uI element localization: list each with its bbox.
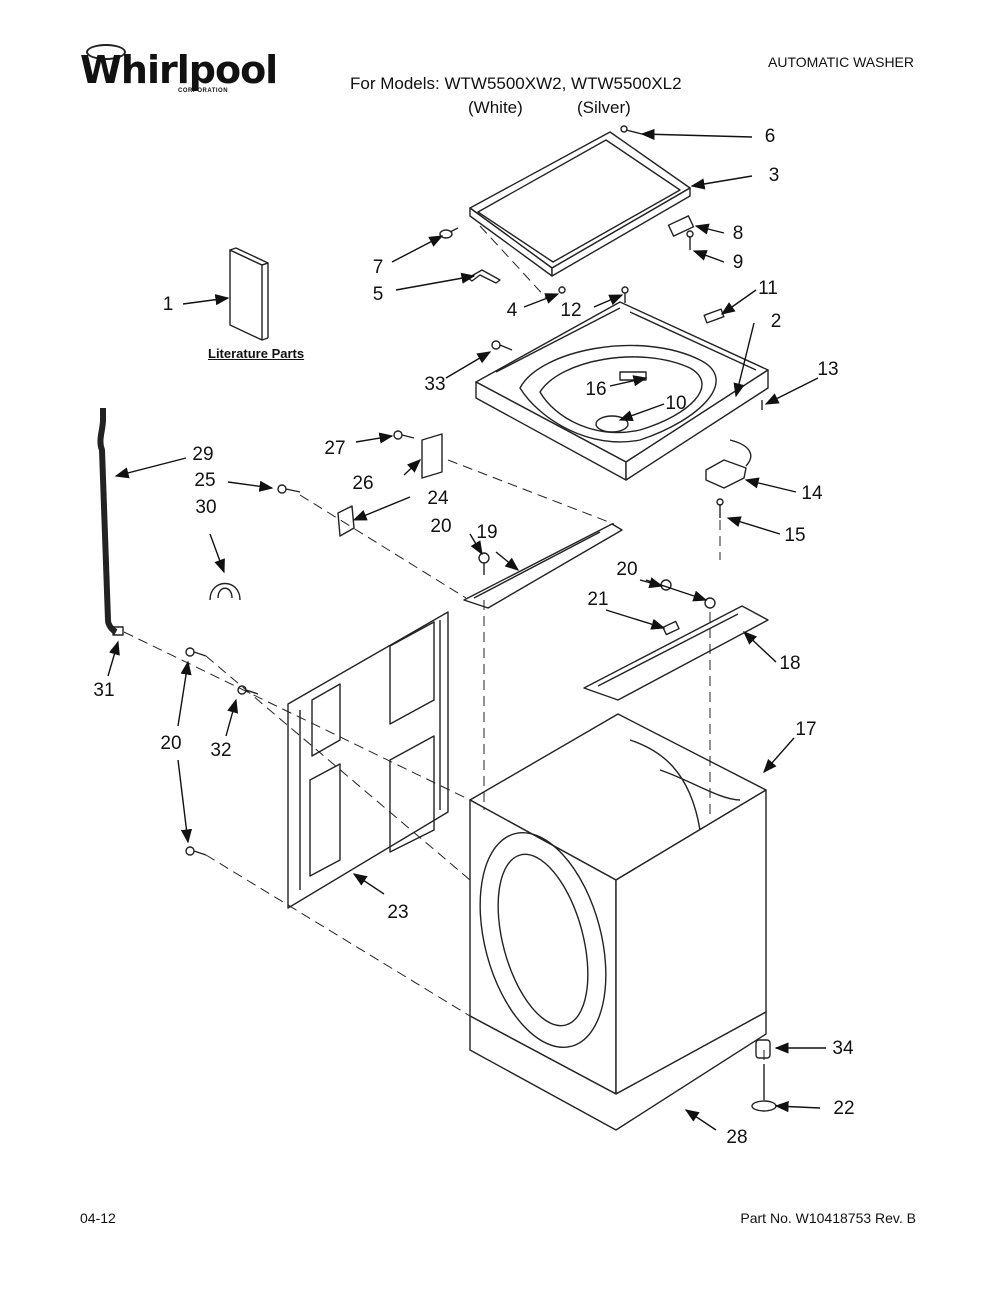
color-silver-label: (Silver) <box>577 98 631 117</box>
callout-9: 9 <box>732 252 744 273</box>
screw-27 <box>393 430 415 440</box>
callout-5: 5 <box>372 284 384 305</box>
clip-24 <box>337 505 355 537</box>
lock-11 <box>703 308 725 324</box>
screw-15 <box>716 498 724 518</box>
literature-parts-label: Literature Parts <box>208 346 305 361</box>
leveling-leg-22 <box>751 1064 777 1112</box>
leg-34 <box>755 1039 771 1059</box>
whirlpool-logo-badge <box>86 44 126 60</box>
bumper-4 <box>558 286 566 294</box>
callout-26: 26 <box>352 473 374 494</box>
callout-19: 19 <box>476 522 498 543</box>
callout-23: 23 <box>387 902 409 923</box>
screw-20a <box>185 647 207 657</box>
models-line: For Models: WTW5500XW2, WTW5500XL2 <box>350 74 682 93</box>
callout-15: 15 <box>784 525 806 546</box>
footer-part-number: Part No. W10418753 Rev. B <box>740 1210 916 1226</box>
callout-27: 27 <box>324 438 346 459</box>
bushing-7 <box>439 227 459 239</box>
screw-32 <box>237 685 259 695</box>
top-panel <box>475 301 769 481</box>
color-white-label: (White) <box>468 98 523 117</box>
screw-33 <box>491 340 513 351</box>
callout-20-right: 20 <box>616 559 638 580</box>
callout-11: 11 <box>758 278 778 299</box>
callout-33: 33 <box>424 374 446 395</box>
part-12 <box>621 286 629 303</box>
screw-20b <box>185 846 207 856</box>
callout-4: 4 <box>506 300 518 321</box>
bracket-26 <box>421 433 443 479</box>
callout-16: 16 <box>585 379 607 400</box>
rear-panel-23 <box>287 611 449 909</box>
callout-20-top: 20 <box>430 516 452 537</box>
callout-10: 10 <box>665 393 687 414</box>
literature-booklet <box>229 247 269 341</box>
callout-32: 32 <box>210 740 232 761</box>
hose <box>97 408 124 636</box>
whirlpool-logo: Whirlpool <box>80 48 278 92</box>
callout-22: 22 <box>833 1098 855 1119</box>
callout-17: 17 <box>795 719 817 740</box>
callout-29: 29 <box>192 444 214 465</box>
cabinet-17 <box>469 713 767 1095</box>
lid <box>469 131 691 277</box>
callout-24: 24 <box>427 488 449 509</box>
callout-13: 13 <box>817 359 839 380</box>
front-bracket-19 <box>463 523 623 609</box>
callout-18: 18 <box>779 653 801 674</box>
strike-8 <box>667 215 695 237</box>
screw-9 <box>686 230 694 250</box>
hose-clamp-30 <box>209 583 241 601</box>
callout-1: 1 <box>162 294 174 315</box>
base-28 <box>469 1011 767 1131</box>
callout-25: 25 <box>194 470 216 491</box>
callout-30: 30 <box>195 497 217 518</box>
footer-date: 04-12 <box>80 1210 116 1226</box>
callout-8: 8 <box>732 223 744 244</box>
screw-25 <box>277 484 301 494</box>
screw-6 <box>620 125 643 135</box>
callout-2: 2 <box>770 311 782 332</box>
lid-switch-14 <box>705 439 752 489</box>
callout-20-left: 20 <box>160 733 182 754</box>
clip-21 <box>662 620 680 636</box>
callout-3: 3 <box>768 165 780 186</box>
callout-34: 34 <box>832 1038 854 1059</box>
callout-14: 14 <box>801 483 823 504</box>
callout-28: 28 <box>726 1127 748 1148</box>
logo-corporation-text: CORPORATION <box>178 88 229 94</box>
callout-6: 6 <box>764 126 776 147</box>
callout-21: 21 <box>587 589 609 610</box>
document-type: AUTOMATIC WASHER <box>768 54 914 70</box>
rear-bracket-18 <box>583 605 769 701</box>
callout-31: 31 <box>93 680 115 701</box>
callout-7: 7 <box>372 257 384 278</box>
callout-12: 12 <box>560 300 582 321</box>
